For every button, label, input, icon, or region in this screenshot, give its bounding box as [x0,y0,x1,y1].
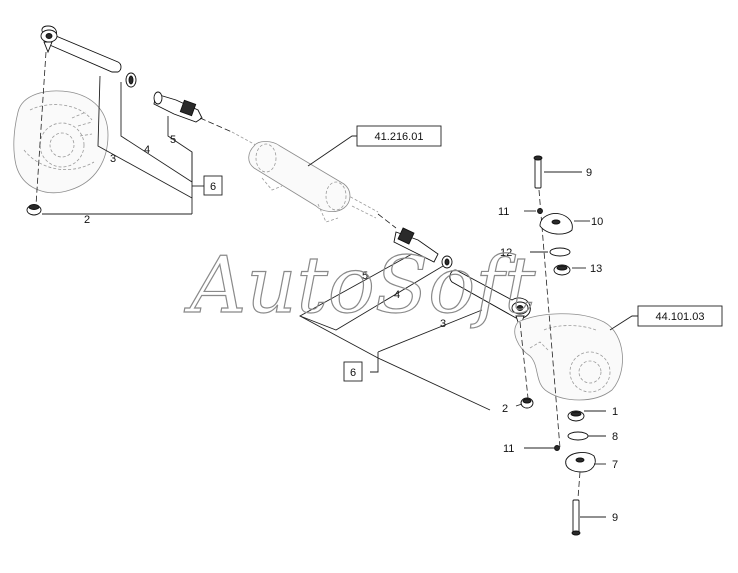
callout-labels: 3 4 5 2 9 11 10 12 13 5 4 3 2 1 8 11 7 9 [84,134,618,524]
callout-right-9-bottom: 9 [612,512,618,524]
callout-mid-3: 3 [440,318,446,330]
right-nut [520,397,534,409]
reference-box-41[interactable]: 41.216.01 [356,125,442,147]
group-label-left: 6 [210,181,216,193]
callout-right-9-top: 9 [586,167,592,179]
reference-label-44: 44.101.03 [656,311,705,323]
group-label-right: 6 [350,367,356,379]
callout-right-11-top: 11 [498,206,509,218]
lower-pin-9 [571,499,581,536]
lower-grease-nipple [554,445,560,451]
callout-right-10: 10 [591,216,603,228]
callout-mid-4: 4 [394,289,400,301]
callout-mid-5: 5 [362,270,368,282]
reference-label-41: 41.216.01 [375,131,424,143]
watermark: AutoSoft [184,241,536,331]
right-tie-rod-end [449,269,531,330]
lower-cap-7 [565,452,596,473]
callout-left-2: 2 [84,214,90,226]
callout-right-7: 7 [612,459,618,471]
callout-right-1: 1 [612,406,618,418]
upper-pin-9 [533,155,543,189]
callout-right-11-bottom: 11 [503,443,514,455]
upper-grease-nipple [537,208,543,214]
callout-right-12: 12 [500,247,512,259]
left-tie-rod-end [40,25,122,73]
callout-left-3: 3 [110,153,116,165]
leader-lines [42,75,638,518]
steering-cylinder [231,131,379,223]
callout-left-4: 4 [144,144,150,156]
group-box-left[interactable]: 6 [203,175,223,196]
right-inner-joint [393,227,439,263]
right-axle-housing [514,313,623,401]
callout-right-13: 13 [590,263,602,275]
lower-shim-8 [567,431,589,441]
upper-bearing-13 [553,264,571,276]
callout-right-8: 8 [612,431,618,443]
left-clamp-ring [125,72,137,88]
left-axle-housing [13,90,109,194]
left-inner-joint [153,91,203,123]
lower-bearing-1 [567,410,585,422]
upper-shim-12 [549,247,571,257]
group-box-right[interactable]: 6 [343,361,363,382]
upper-cap-10 [539,213,573,235]
reference-box-44[interactable]: 44.101.03 [637,305,723,327]
callout-left-5: 5 [170,134,176,146]
left-nut [26,204,42,216]
callout-mid-2: 2 [502,403,508,415]
right-clamp-ring [441,255,453,269]
